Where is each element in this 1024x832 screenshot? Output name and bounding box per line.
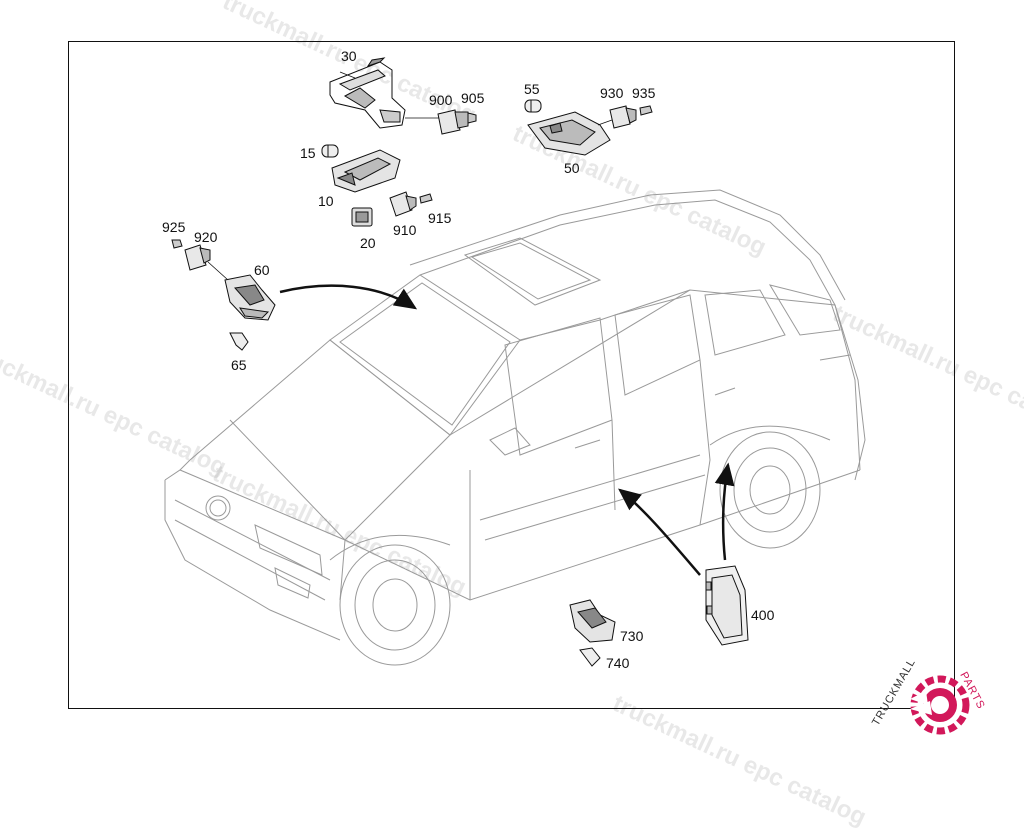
part-label-920: 920 [194, 229, 218, 245]
part-label-935: 935 [632, 85, 656, 101]
part-730-drawing [569, 599, 616, 643]
diagram-frame [68, 41, 955, 709]
part-55-drawing [524, 99, 542, 113]
part-label-740: 740 [606, 655, 630, 671]
part-label-60: 60 [254, 262, 270, 278]
parts-drawing [164, 57, 970, 735]
part-label-10: 10 [318, 193, 334, 209]
pointer-arrow [279, 284, 418, 310]
part-905-drawing [467, 112, 477, 124]
part-label-15: 15 [300, 145, 316, 161]
part-60-drawing [224, 274, 276, 321]
part-920-drawing [184, 244, 211, 271]
part-925-drawing [171, 239, 183, 249]
part-label-915: 915 [428, 210, 452, 226]
part-20-drawing [351, 207, 373, 227]
pointer-arrow [618, 488, 701, 576]
part-label-925: 925 [162, 219, 186, 235]
part-50-drawing [527, 111, 611, 156]
part-740-drawing [579, 647, 601, 667]
part-65-drawing [229, 332, 249, 351]
part-30-drawing [329, 57, 406, 129]
part-10-drawing [331, 149, 401, 193]
part-930-drawing [609, 105, 637, 129]
part-label-30: 30 [341, 48, 357, 64]
part-910-drawing [389, 191, 417, 217]
part-label-20: 20 [360, 235, 376, 251]
part-leader-line [597, 119, 613, 126]
part-label-900: 900 [429, 92, 453, 108]
part-400-drawing [705, 565, 749, 646]
part-label-930: 930 [600, 85, 624, 101]
part-label-65: 65 [231, 357, 247, 373]
car-outline [164, 189, 866, 666]
part-915-drawing [419, 193, 433, 204]
part-label-50: 50 [564, 160, 580, 176]
part-leader-line [339, 71, 356, 79]
part-900-drawing [437, 109, 469, 135]
part-label-905: 905 [461, 90, 485, 106]
part-label-910: 910 [393, 222, 417, 238]
part-label-400: 400 [751, 607, 775, 623]
part-label-55: 55 [524, 81, 540, 97]
pointer-arrow [714, 462, 735, 561]
part-leader-line [207, 261, 229, 281]
part-15-drawing [321, 144, 339, 158]
part-935-drawing [639, 105, 653, 116]
part-label-730: 730 [620, 628, 644, 644]
truckmall-logo-gear [910, 675, 970, 735]
